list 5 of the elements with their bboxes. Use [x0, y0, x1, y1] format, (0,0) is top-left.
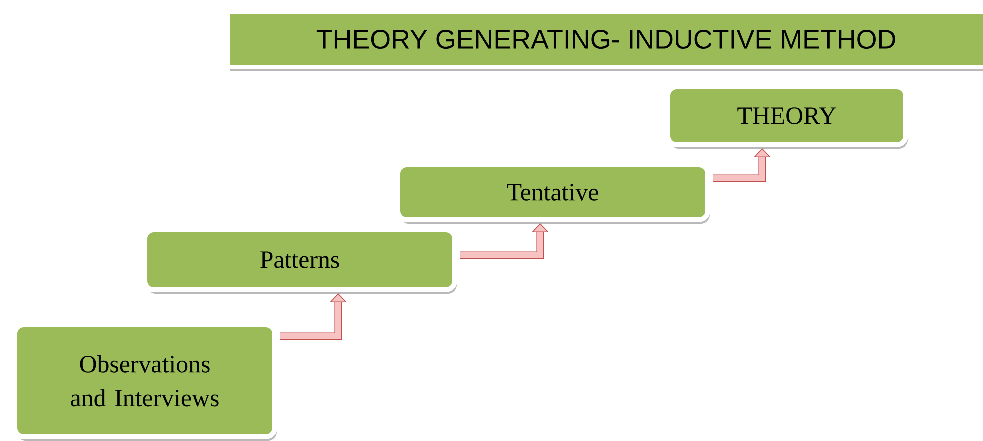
step-box: Patterns	[142, 228, 458, 294]
step-box: THEORY	[666, 84, 908, 149]
step-box: Observations and Interviews	[12, 322, 278, 441]
step-box: Tentative	[396, 162, 710, 224]
title-banner: THEORY GENERATING- INDUCTIVE METHOD	[226, 10, 983, 71]
